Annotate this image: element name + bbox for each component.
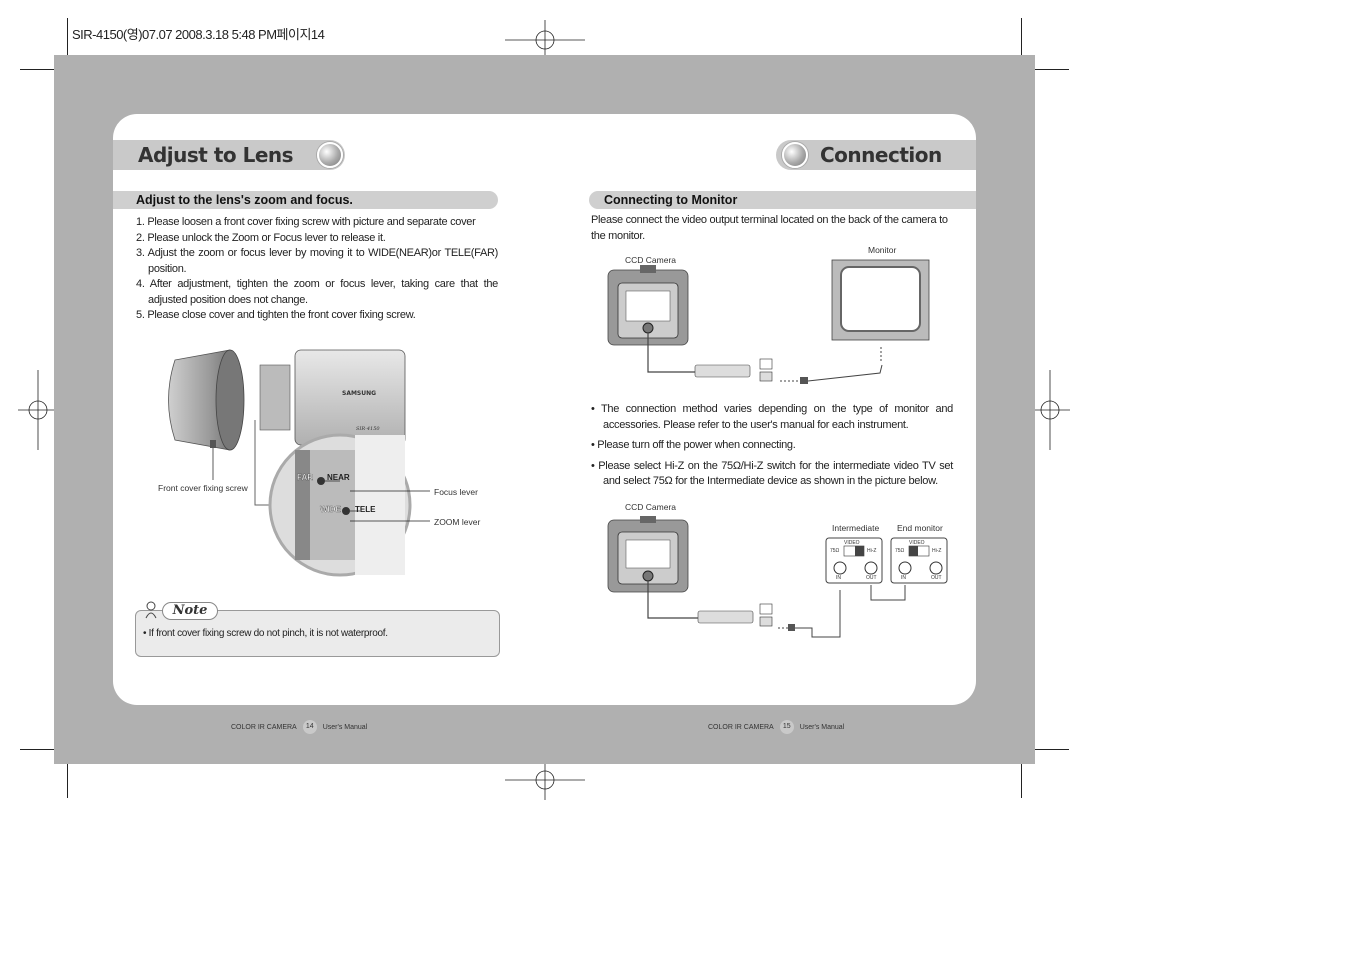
tele-label: TELE [355,505,376,514]
end-monitor-label: End monitor [897,523,943,533]
step-5: 5. Please close cover and tighten the fr… [136,309,416,321]
intermediate-in-label: IN [836,575,841,581]
intermediate-video-label: VIDEO [844,540,860,546]
intermediate-label: Intermediate [832,523,880,533]
end-video-label: VIDEO [909,540,925,546]
content-panel [113,114,976,705]
near-label: NEAR [327,473,350,482]
left-title-bullet-icon [317,142,343,168]
lens-steps: 1. Please loosen a front cover fixing sc… [136,215,498,324]
intermediate-out-label: OUT [866,575,877,581]
end-ohm-label: 75Ω [895,548,905,554]
bullet-1: • The connection method varies depending… [591,403,953,431]
intermediate-ohm-label: 75Ω [830,548,840,554]
diagram1-monitor-label: Monitor [868,245,897,255]
left-page-title: Adjust to Lens [138,143,294,167]
end-hiz-label: Hi-Z [932,548,942,554]
left-section-bar [113,191,498,209]
left-page-number: 14 [302,720,317,734]
right-footer-manual: User's Manual [799,723,845,731]
diagram2-camera-label: CCD Camera [625,502,677,512]
left-footer: COLOR IR CAMERA 14 User's Manual [231,720,367,734]
lens-adjust-diagram: SAMSUNG SIR-4150 FAR NEAR WIDE TELE [168,349,430,577]
step-3: 3. Adjust the zoom or focus lever by mov… [136,247,498,275]
step-2: 2. Please unlock the Zoom or Focus lever… [136,231,386,244]
wide-label: WIDE [320,505,342,514]
intermediate-hiz-label: Hi-Z [867,548,877,554]
end-out-label: OUT [931,575,942,581]
end-in-label: IN [901,575,906,581]
right-footer: COLOR IR CAMERA 15 User's Manual [708,720,844,734]
right-page-title: Connection [820,143,942,167]
zoom-lever-label: ZOOM lever [434,517,481,527]
print-header: SIR-4150(영)07.07 2008.3.18 5:48 PM페이지14 [72,27,325,42]
left-section-title: Adjust to the lens's zoom and focus. [136,193,353,207]
note-title: Note [162,602,218,620]
step-1: 1. Please loosen a front cover fixing sc… [136,216,476,228]
brand-label: SAMSUNG [342,390,376,397]
multi-monitor-diagram [607,516,948,638]
diagram1-camera-label: CCD Camera [625,255,677,265]
monitor-connection-diagram [607,259,930,384]
left-title-bar [113,140,345,170]
left-footer-product: COLOR IR CAMERA [231,723,297,731]
note-person-icon [145,601,157,619]
bullet-3: • Please select Hi-Z on the 75Ω/Hi-Z swi… [591,459,953,488]
connection-intro: Please connect the video output terminal… [591,214,948,242]
right-footer-product: COLOR IR CAMERA [708,723,774,731]
left-footer-manual: User's Manual [322,723,368,731]
model-label: SIR-4150 [356,426,380,432]
front-cover-screw-label: Front cover fixing screw [158,483,248,493]
right-section-title: Connecting to Monitor [604,193,738,207]
right-section-bar [589,191,976,209]
focus-lever-label: Focus lever [434,487,478,497]
right-title-bar [776,140,976,170]
right-title-bullet-icon [782,142,808,168]
step-4: 4. After adjustment, tighten the zoom or… [136,278,498,306]
note-text: • If front cover fixing screw do not pin… [143,628,388,639]
right-page-number: 15 [779,720,794,734]
far-label: FAR [297,473,313,482]
connection-bullets: • The connection method varies depending… [591,402,953,490]
bullet-2: • Please turn off the power when connect… [591,439,796,451]
